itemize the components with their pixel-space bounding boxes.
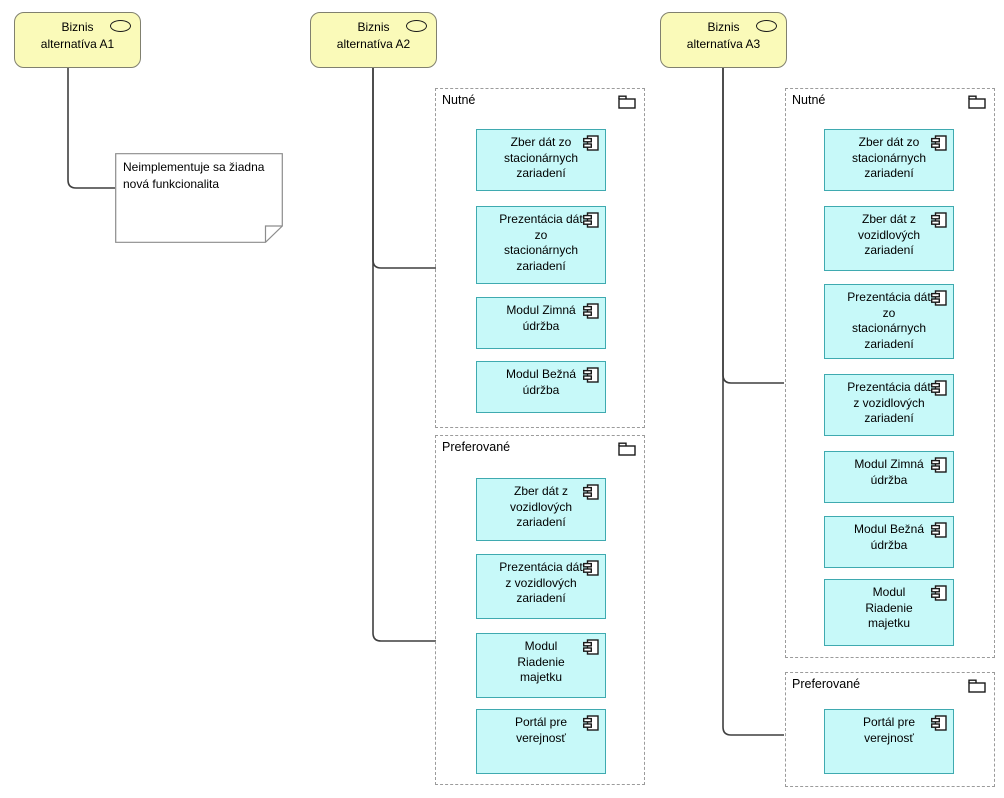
component-label: Prezentácia dát z vozidlových zariadení — [499, 560, 583, 606]
group-preferovane-a2[interactable]: Preferované Zber dát z vozidlových zaria… — [435, 435, 645, 785]
oval-icon — [756, 20, 777, 32]
component-icon — [583, 212, 599, 228]
component-label: Zber dát z vozidlových zariadení — [857, 212, 921, 258]
component-box[interactable]: Prezentácia dát zo stacionárnych zariade… — [476, 206, 606, 284]
component-icon — [931, 522, 947, 538]
component-icon — [583, 303, 599, 319]
component-box[interactable]: Prezentácia dát zo stacionárnych zariade… — [824, 284, 954, 359]
component-label: Modul Bežná údržba — [853, 522, 925, 552]
component-label: Prezentácia dát z vozidlových zariadení — [847, 380, 931, 426]
component-box[interactable]: Modul Zimná údržba — [824, 451, 954, 503]
alternative-a2-label: Biznis alternatíva A2 — [336, 20, 411, 51]
component-icon — [931, 715, 947, 731]
folder-icon — [618, 95, 636, 109]
component-label: Zber dát zo stacionárnych zariadení — [851, 135, 927, 181]
component-icon — [583, 639, 599, 655]
component-label: Modul Zimná údržba — [506, 303, 576, 333]
component-icon — [583, 484, 599, 500]
component-label: Zber dát z vozidlových zariadení — [509, 484, 573, 530]
component-icon — [931, 585, 947, 601]
component-box[interactable]: Modul Riadenie majetku — [824, 579, 954, 646]
alternative-a1-label: Biznis alternatíva A1 — [40, 20, 115, 51]
component-box[interactable]: Portál pre verejnosť — [476, 709, 606, 774]
group-label: Preferované — [442, 440, 511, 454]
component-icon — [931, 212, 947, 228]
component-icon — [583, 560, 599, 576]
component-box[interactable]: Zber dát zo stacionárnych zariadení — [824, 129, 954, 191]
note-text: Neimplementuje sa žiadna nová funkcional… — [123, 160, 265, 191]
component-icon — [583, 135, 599, 151]
component-icon — [931, 290, 947, 306]
group-preferovane-a3[interactable]: Preferované Portál pre verejnosť — [785, 672, 995, 787]
component-label: Portál pre verejnosť — [862, 715, 916, 745]
component-box[interactable]: Zber dát z vozidlových zariadení — [824, 206, 954, 271]
alternative-a3-label: Biznis alternatíva A3 — [686, 20, 761, 51]
connector-a1-to-note[interactable] — [67, 68, 115, 189]
component-box[interactable]: Portál pre verejnosť — [824, 709, 954, 774]
group-label: Preferované — [792, 677, 861, 691]
component-box[interactable]: Modul Zimná údržba — [476, 297, 606, 349]
note-shape — [115, 153, 283, 243]
oval-icon — [406, 20, 427, 32]
component-label: Zber dát zo stacionárnych zariadení — [503, 135, 579, 181]
component-label: Modul Bežná údržba — [505, 367, 577, 397]
component-icon — [583, 715, 599, 731]
component-icon — [931, 135, 947, 151]
connector-a2-to-preferovane[interactable] — [372, 68, 436, 642]
alternative-a1-box[interactable]: Biznis alternatíva A1 — [14, 12, 141, 68]
component-box[interactable]: Zber dát zo stacionárnych zariadení — [476, 129, 606, 191]
alternative-a2-box[interactable]: Biznis alternatíva A2 — [310, 12, 437, 68]
folder-icon — [618, 442, 636, 456]
component-icon — [931, 380, 947, 396]
component-icon — [931, 457, 947, 473]
folder-icon — [968, 679, 986, 693]
note-box[interactable]: Neimplementuje sa žiadna nová funkcional… — [115, 153, 283, 243]
note-fold — [264, 225, 283, 243]
component-box[interactable]: Modul Bežná údržba — [824, 516, 954, 568]
component-label: Portál pre verejnosť — [514, 715, 568, 745]
group-label: Nutné — [442, 93, 476, 107]
oval-icon — [110, 20, 131, 32]
connector-a3-to-nutne[interactable] — [722, 68, 784, 384]
component-box[interactable]: Prezentácia dát z vozidlových zariadení — [824, 374, 954, 436]
connector-a2-to-nutne[interactable] — [372, 68, 436, 269]
component-box[interactable]: Prezentácia dát z vozidlových zariadení — [476, 554, 606, 619]
component-icon — [583, 367, 599, 383]
group-nutne-a3[interactable]: Nutné Zber dát zo stacionárnych zariaden… — [785, 88, 995, 658]
component-box[interactable]: Modul Riadenie majetku — [476, 633, 606, 698]
component-label: Prezentácia dát zo stacionárnych zariade… — [499, 212, 583, 273]
alternative-a3-box[interactable]: Biznis alternatíva A3 — [660, 12, 787, 68]
group-label: Nutné — [792, 93, 826, 107]
component-label: Modul Riadenie majetku — [517, 639, 565, 685]
component-label: Modul Riadenie majetku — [865, 585, 913, 631]
component-box[interactable]: Modul Bežná údržba — [476, 361, 606, 413]
connector-a3-to-preferovane[interactable] — [722, 68, 784, 736]
component-box[interactable]: Zber dát z vozidlových zariadení — [476, 478, 606, 541]
component-label: Modul Zimná údržba — [854, 457, 924, 487]
component-label: Prezentácia dát zo stacionárnych zariade… — [847, 290, 931, 351]
folder-icon — [968, 95, 986, 109]
group-nutne-a2[interactable]: Nutné Zber dát zo stacionárnych zariaden… — [435, 88, 645, 428]
